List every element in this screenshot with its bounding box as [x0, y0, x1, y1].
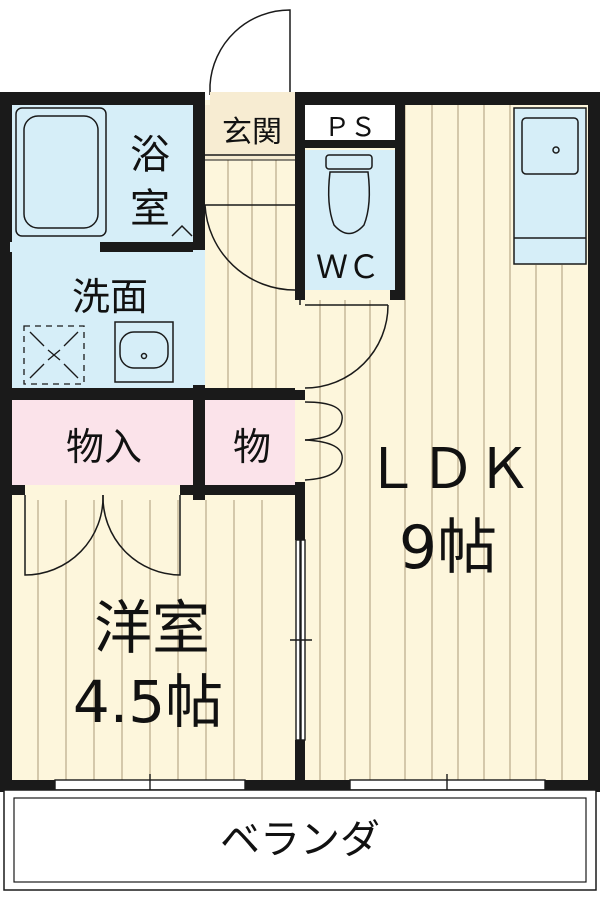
western-wood-grain — [37, 500, 263, 780]
ps-label: ＰＳ — [324, 113, 376, 143]
wc-floor — [300, 150, 395, 290]
bath-label-1: 浴 — [130, 132, 170, 178]
entrance-door-icon — [209, 9, 291, 95]
western-room-floor — [10, 490, 300, 785]
western-door-icon — [24, 494, 181, 576]
veranda-label: ベランダ — [220, 817, 380, 863]
wc-label: ＷＣ — [316, 248, 380, 286]
hall-door-icon — [204, 204, 296, 291]
ps-floor — [300, 105, 395, 145]
washer-arrows-icon — [29, 331, 79, 379]
ldk-door-icon — [304, 304, 389, 389]
veranda — [3, 789, 597, 891]
closet-left-label: 物入 — [66, 425, 142, 469]
bath-floor — [10, 100, 205, 250]
kitchen-counter-icon — [513, 107, 587, 265]
wash-basin-icon — [114, 321, 174, 383]
hall-wood-grain — [227, 160, 277, 395]
closet-fold-door-icon — [304, 401, 343, 481]
closet-right-floor — [205, 400, 300, 488]
toilet-icon — [325, 154, 373, 235]
bath-label-2: 室 — [130, 186, 170, 232]
western-size-label: 4.5帖 — [73, 668, 223, 736]
bathtub-icon — [15, 107, 193, 237]
closet-right-label: 物 — [233, 425, 271, 469]
washroom-label: 洗面 — [72, 275, 148, 319]
ldk-size-label: 9帖 — [399, 513, 497, 583]
western-label: 洋室 — [94, 594, 210, 662]
closet-left-floor — [10, 400, 200, 488]
genkan-label: 玄関 — [222, 115, 282, 150]
genkan-floor — [205, 105, 295, 153]
washer-space-icon — [23, 325, 85, 385]
ldk-label: ＬＤＫ — [364, 437, 532, 502]
sliding-door-icon — [290, 539, 312, 741]
ldk-wood-grain — [319, 105, 563, 780]
